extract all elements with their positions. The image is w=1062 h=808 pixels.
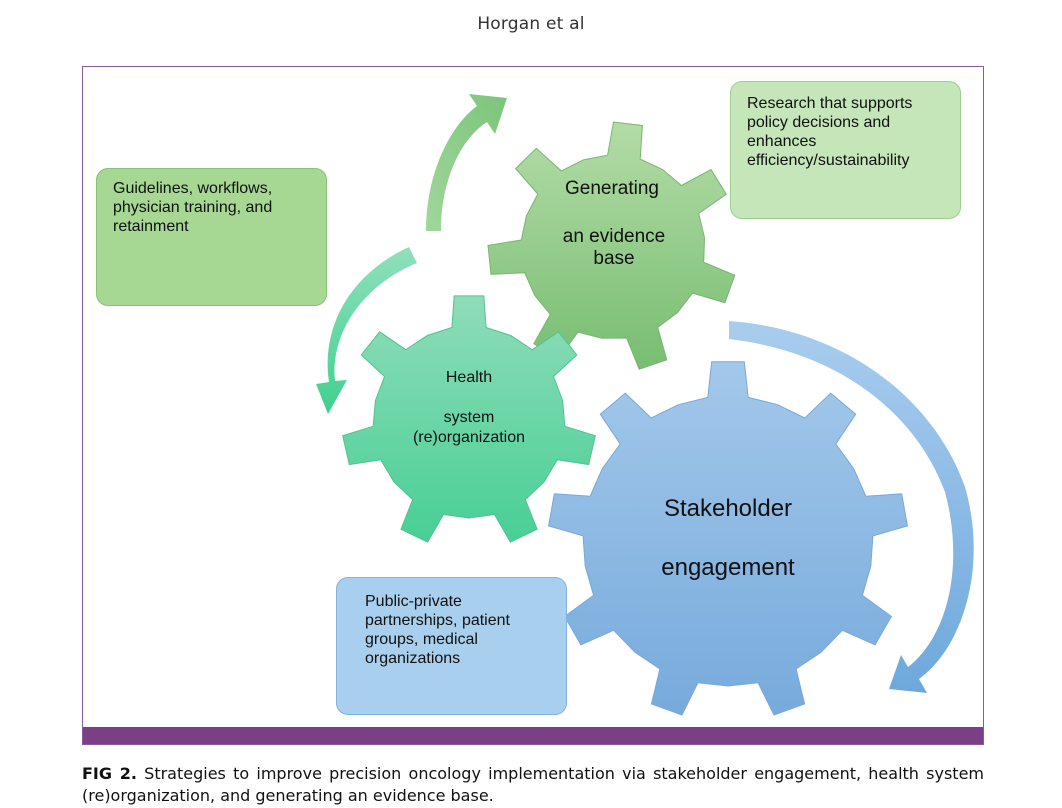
arrow-green-curved <box>426 94 507 231</box>
gear-stakeholder-line1: Stakeholder <box>664 495 792 522</box>
figure-caption: FIG 2. Strategies to improve precision o… <box>82 763 984 807</box>
box-partnerships: Public-private partnerships, patient gro… <box>336 577 567 715</box>
arrow-teal-curved <box>316 247 417 414</box>
gear-health-line2: system <box>444 409 495 426</box>
gear-evidence-line3: base <box>593 248 634 269</box>
box-research-text: Research that supports policy decisions … <box>747 95 913 169</box>
gear-stakeholder <box>548 361 908 716</box>
gear-evidence-line1: Generating <box>565 178 659 199</box>
arrow-blue-curved <box>729 321 974 693</box>
gear-evidence <box>487 121 736 370</box>
caption-text: Strategies to improve precision oncology… <box>82 764 985 805</box>
box-guidelines: Guidelines, workflows, physician trainin… <box>96 168 327 306</box>
gear-diagram: Generating an evidence base Health syste… <box>316 94 974 716</box>
box-partnerships-text: Public-private partnerships, patient gro… <box>365 593 510 667</box>
gear-evidence-line2: an evidence <box>563 226 665 247</box>
caption-label: FIG 2. <box>82 764 137 783</box>
box-research: Research that supports policy decisions … <box>730 81 961 219</box>
figure-bottom-bar <box>83 727 983 744</box>
running-header: Horgan et al <box>477 14 585 34</box>
figure-frame: Generating an evidence base Health syste… <box>82 66 984 745</box>
gear-health-line3: (re)organization <box>413 429 525 446</box>
box-guidelines-text: Guidelines, workflows, physician trainin… <box>113 180 273 235</box>
gear-stakeholder-line2: engagement <box>661 554 795 581</box>
gear-health <box>342 295 596 543</box>
gear-health-line1: Health <box>446 369 492 386</box>
